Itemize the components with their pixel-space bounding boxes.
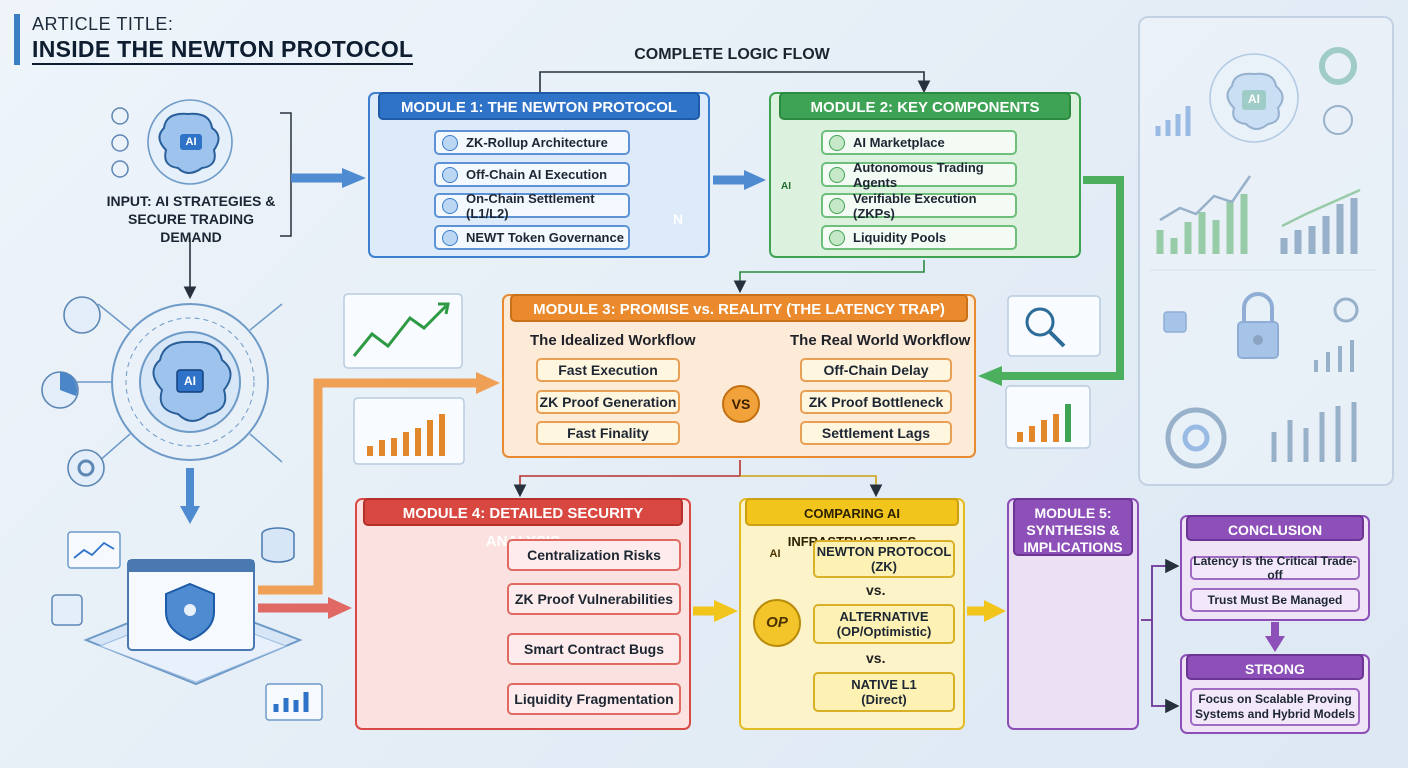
module2-title: MODULE 2: KEY COMPONENTS — [779, 92, 1071, 120]
module1-item-label: ZK-Rollup Architecture — [466, 135, 608, 150]
ideal-workflow-title: The Idealized Workflow — [530, 332, 696, 349]
central-brain-ai-badge: AI — [184, 374, 196, 388]
module1-card: MODULE 1: THE NEWTON PROTOCOL (NEWT) ZK-… — [368, 92, 710, 258]
article-title-block: ARTICLE TITLE: INSIDE THE NEWTON PROTOCO… — [14, 14, 414, 65]
module2-item-label: Liquidity Pools — [853, 230, 947, 245]
compare-native-l1: NATIVE L1 (Direct) — [813, 672, 955, 712]
op-badge-icon: OP — [753, 599, 801, 647]
real-item-settlement-lags: Settlement Lags — [800, 421, 952, 445]
side-illustration-panel — [1138, 16, 1394, 486]
risk-liquidity-fragmentation: Liquidity Fragmentation — [507, 683, 681, 715]
conclusion-item-latency: Latency is the Critical Trade-off — [1190, 554, 1360, 582]
logic-flow-title: COMPLETE LOGIC FLOW — [634, 46, 830, 63]
recommendation-card: STRONG RECOMMENDATION Focus on Scalable … — [1180, 654, 1370, 734]
risk-smart-contract-bugs: Smart Contract Bugs — [507, 633, 681, 665]
input-label-line1: INPUT: AI STRATEGIES & — [106, 193, 276, 209]
compare-title: COMPARING AI INFRASTRUCTURES — [745, 498, 959, 549]
compare-newton-line2: (ZK) — [871, 559, 897, 574]
governance-icon — [442, 229, 458, 246]
module5-title: MODULE 5: SYNTHESIS & IMPLICATIONS — [1013, 498, 1133, 556]
module2-item-liquidity: Liquidity Pools — [821, 225, 1017, 250]
module3-card: MODULE 3: PROMISE vs. REALITY (THE LATEN… — [502, 294, 976, 458]
real-item-zk-bottleneck: ZK Proof Bottleneck — [800, 390, 952, 414]
compare-newton: NEWTON PROTOCOL (ZK) — [813, 540, 955, 578]
checkmark-icon — [829, 197, 845, 214]
input-label-line2: SECURE TRADING DEMAND — [127, 211, 254, 245]
compare-native-line2: (Direct) — [861, 692, 907, 707]
module2-item-label: AI Marketplace — [853, 135, 945, 150]
module1-item-governance: NEWT Token Governance — [434, 225, 630, 250]
newt-token-icon: N — [672, 211, 684, 227]
compare-vs-2: vs. — [866, 650, 886, 666]
conclusion-card: CONCLUSION Latency is the Critical Trade… — [1180, 515, 1370, 621]
pool-icon — [829, 229, 845, 246]
input-brain-ai-badge: AI — [180, 134, 202, 150]
rollup-icon — [442, 134, 458, 151]
module1-item-label: Off-Chain AI Execution — [466, 167, 608, 182]
article-title-label: ARTICLE TITLE: — [32, 14, 174, 34]
module5-title-line3: IMPLICATIONS — [1023, 539, 1123, 555]
module3-title: MODULE 3: PROMISE vs. REALITY (THE LATEN… — [510, 294, 968, 322]
real-item-offchain-delay: Off-Chain Delay — [800, 358, 952, 382]
module2-item-label: Verifiable Execution (ZKPs) — [853, 190, 977, 221]
module5-card: MODULE 5: SYNTHESIS & IMPLICATIONS — [1007, 498, 1139, 730]
module5-title-line1: MODULE 5: — [1034, 505, 1112, 521]
real-workflow-title: The Real World Workflow — [790, 332, 971, 349]
recommendation-line1: Focus on Scalable Proving — [1198, 692, 1352, 706]
input-label: INPUT: AI STRATEGIES & SECURE TRADING DE… — [96, 192, 286, 246]
module1-item-settlement: On-Chain Settlement (L1/L2) — [434, 190, 630, 221]
module2-card: MODULE 2: KEY COMPONENTS AI Marketplace … — [769, 92, 1081, 258]
compare-alternative-line2: (OP/Optimistic) — [836, 624, 932, 639]
module1-item-zk-rollup: ZK-Rollup Architecture — [434, 130, 630, 155]
ideal-item-fast-finality: Fast Finality — [536, 421, 680, 445]
compare-ai-brain-icon: AI — [769, 548, 781, 560]
risk-centralization: Centralization Risks — [507, 539, 681, 571]
module4-title: MODULE 4: DETAILED SECURITY ANALYSIS — [363, 498, 683, 550]
module1-item-label: NEWT Token Governance — [466, 230, 624, 245]
agent-icon — [829, 166, 845, 183]
recommendation-title: STRONG RECOMMENDATION — [1186, 654, 1364, 703]
module1-item-offchain: Off-Chain AI Execution — [434, 162, 630, 187]
settlement-icon — [442, 197, 458, 214]
article-title: INSIDE THE NEWTON PROTOCOL — [32, 35, 414, 65]
module1-title: MODULE 1: THE NEWTON PROTOCOL (NEWT) — [378, 92, 700, 144]
side-brain-ai-badge: AI — [1248, 92, 1260, 106]
compare-vs-1: vs. — [866, 582, 886, 598]
compare-native-line1: NATIVE L1 — [851, 677, 917, 692]
marketplace-icon — [829, 134, 845, 151]
module1-item-label: On-Chain Settlement (L1/L2) — [466, 190, 595, 221]
compare-alternative-line1: ALTERNATIVE — [839, 609, 929, 624]
module2-item-marketplace: AI Marketplace — [821, 130, 1017, 155]
compare-alternative: ALTERNATIVE (OP/Optimistic) — [813, 604, 955, 644]
network-icon — [442, 166, 458, 183]
module4-card: MODULE 4: DETAILED SECURITY ANALYSIS Cen… — [355, 498, 691, 730]
conclusion-title: CONCLUSION — [1186, 515, 1364, 541]
risk-zk-vulnerabilities: ZK Proof Vulnerabilities — [507, 583, 681, 615]
module2-item-agents: Autonomous Trading Agents — [821, 159, 1017, 190]
ideal-item-fast-execution: Fast Execution — [536, 358, 680, 382]
module5-title-line2: SYNTHESIS & — [1026, 522, 1120, 538]
module2-item-label: Autonomous Trading Agents — [853, 159, 984, 190]
vs-badge: VS — [722, 385, 760, 423]
ideal-item-zk-proof: ZK Proof Generation — [536, 390, 680, 414]
compare-newton-line1: NEWTON PROTOCOL — [816, 544, 952, 559]
recommendation-text: Focus on Scalable Proving Systems and Hy… — [1190, 688, 1360, 726]
recommendation-line2: Systems and Hybrid Models — [1194, 707, 1356, 721]
conclusion-item-trust: Trust Must Be Managed — [1190, 588, 1360, 612]
module2-item-verifiable: Verifiable Execution (ZKPs) — [821, 190, 1017, 221]
module2-ai-chip-icon: AI — [781, 181, 791, 192]
